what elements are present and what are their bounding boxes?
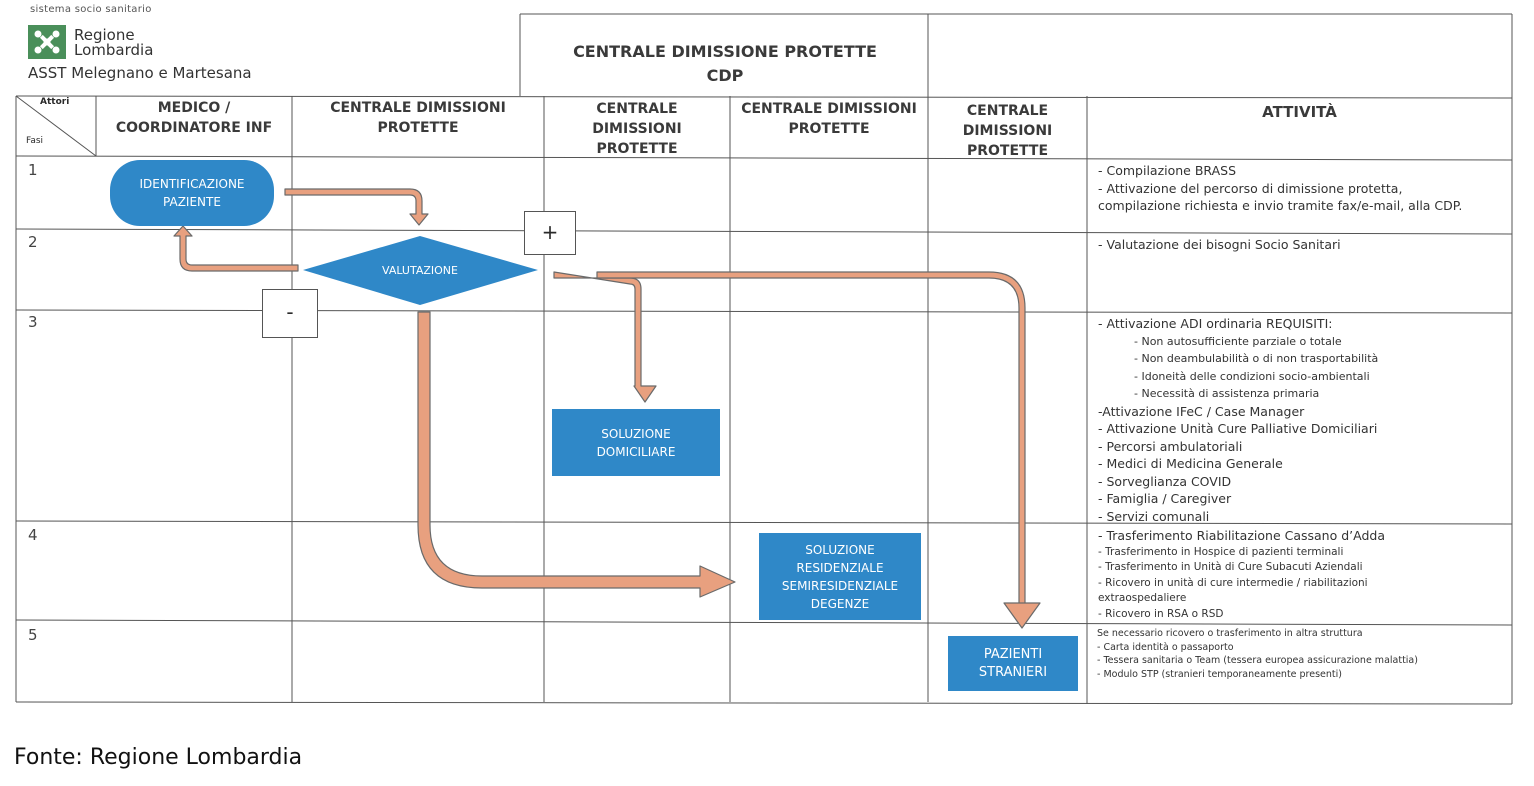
activities-row-1: - Compilazione BRASS - Attivazione del p…: [1098, 163, 1463, 213]
source-caption: Fonte: Regione Lombardia: [14, 745, 303, 770]
arrow-identificazione-valutazione: [284, 188, 429, 226]
phase-3: 3: [28, 313, 38, 331]
corner-phases-label: Fasi: [26, 136, 44, 146]
phase-1: 1: [28, 161, 38, 179]
phase-5: 5: [28, 626, 38, 644]
column-header-attivita: ATTIVITÀ: [1262, 103, 1337, 121]
arrow-to-domiciliare: [553, 271, 657, 403]
arrow-to-stranieri: [596, 271, 1041, 629]
region-logo-icon: [28, 25, 66, 59]
phase-2: 2: [28, 233, 38, 251]
region-name: Regione Lombardia: [74, 26, 154, 59]
arrow-to-residenziale: [417, 311, 736, 598]
table-grid: [15, 13, 1513, 705]
valutazione-label: VALUTAZIONE: [382, 264, 458, 277]
column-header-medico: MEDICO /COORDINATORE INF: [115, 100, 273, 136]
page-title: CENTRALE DIMISSIONE PROTETTE CDP: [573, 42, 877, 85]
org-small-label: sistema socio sanitario: [30, 4, 152, 15]
activities-row-5: Se necessario ricovero o trasferimento i…: [1097, 628, 1418, 680]
activities-row-3: - Attivazione ADI ordinaria REQUISITI: -…: [1098, 316, 1379, 524]
minus-sign: -: [262, 289, 318, 338]
plus-sign: +: [524, 211, 576, 255]
asst-name: ASST Melegnano e Martesana: [28, 64, 252, 82]
activities-row-4: - Trasferimento Riabilitazione Cassano d…: [1098, 528, 1385, 620]
phase-4: 4: [28, 526, 38, 544]
valutazione-node: [303, 236, 538, 305]
corner-actors-label: Attori: [40, 97, 70, 107]
arrow-minus-back: [173, 225, 299, 272]
activities-row-2: - Valutazione dei bisogni Socio Sanitari: [1098, 237, 1341, 252]
